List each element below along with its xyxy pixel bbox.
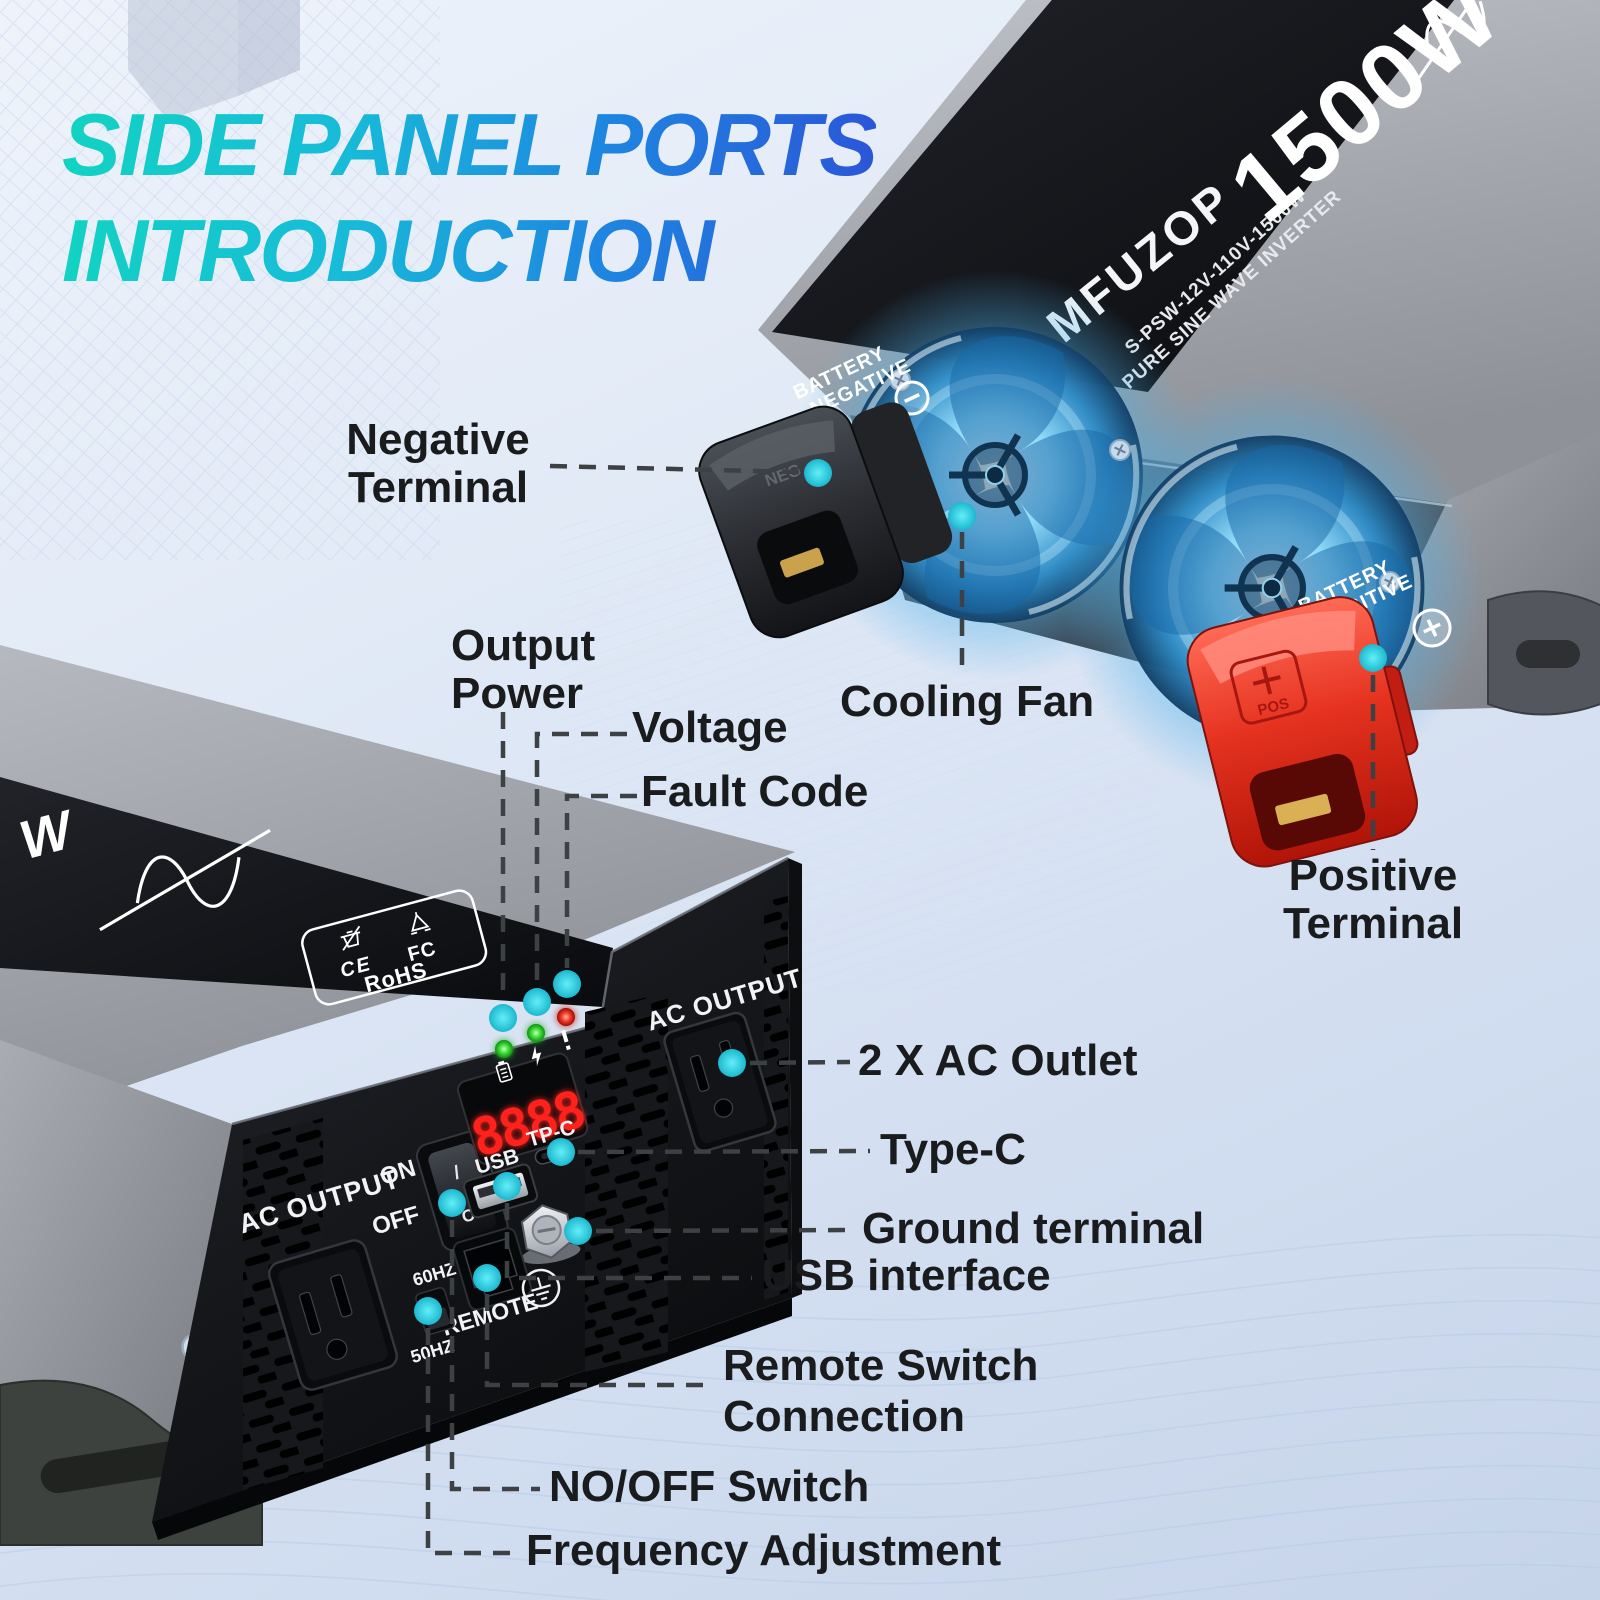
marker-negative-terminal (804, 459, 832, 487)
vent-grille-right (764, 896, 788, 1300)
marker-cooling-fan (948, 502, 976, 530)
ac-outlet-left (267, 1239, 399, 1391)
marker-ac-outlet (718, 1049, 746, 1077)
marker-type-c (547, 1138, 575, 1166)
ac-outlet-right (663, 1011, 777, 1153)
callout-output-power: Output Power (451, 621, 596, 718)
inverter-top-view: MFUZOP S-PSW-12V-110V-1500W PURE SINE WA… (698, 0, 1600, 868)
sine-wave-icon (1416, 0, 1488, 81)
power-led (527, 1024, 545, 1042)
marker-ground-terminal (564, 1217, 592, 1245)
marker-voltage (523, 988, 551, 1016)
waste-bin-icon (340, 925, 361, 951)
title-line-1: SIDE PANEL PORTS (62, 95, 876, 194)
battery-led (495, 1040, 513, 1058)
page-title: SIDE PANEL PORTS INTRODUCTION (62, 92, 876, 303)
connector-fault-code (564, 793, 637, 968)
inverter-front-view: W CE FC RoHS (0, 645, 806, 1546)
callout-ground-terminal: Ground terminal (862, 1204, 1205, 1253)
mounting-bracket (1487, 590, 1600, 716)
plus-icon (1412, 608, 1452, 648)
callout-cooling-fan: Cooling Fan (840, 677, 1095, 726)
marker-output-power (489, 1004, 517, 1032)
fault-led (557, 1008, 575, 1026)
callout-usb-interface: USB interface (762, 1251, 1051, 1300)
callout-voltage: Voltage (632, 703, 788, 752)
connector-remote-switch (484, 1294, 712, 1388)
connector-type-c (577, 1148, 871, 1155)
callout-frequency-adjustment: Frequency Adjustment (526, 1526, 1002, 1575)
callout-fault-code: Fault Code (641, 767, 869, 816)
rocker-on-mark: / (452, 1162, 464, 1184)
connector-ac-outlet (749, 1059, 851, 1066)
marker-frequency-adjustment (414, 1297, 442, 1325)
recycle-icon (411, 911, 431, 935)
front-device-right-edge (788, 858, 802, 1298)
vent-grille-middle (585, 992, 668, 1372)
marker-no-off-switch (438, 1189, 466, 1217)
connector-ground-terminal (595, 1227, 853, 1234)
alert-icon (561, 1029, 571, 1051)
ground-symbol-icon (521, 1268, 561, 1308)
positive-terminal: POS (1186, 596, 1419, 868)
marker-remote-switch (473, 1264, 501, 1292)
marker-usb-interface (493, 1172, 521, 1200)
connector-voltage (534, 731, 627, 986)
marker-positive-terminal (1359, 644, 1387, 672)
callout-type-c: Type-C (880, 1125, 1026, 1174)
sine-wave-icon-front (99, 828, 271, 932)
front-device-top-face (0, 645, 795, 1130)
connector-usb-interface (504, 1203, 752, 1281)
battery-icon (495, 1060, 513, 1083)
title-line-2: INTRODUCTION (62, 200, 713, 300)
callout-connectors (425, 463, 1376, 1556)
callout-positive-terminal: Positive Terminal (1282, 851, 1464, 948)
marker-fault-code (553, 970, 581, 998)
lightning-icon (531, 1045, 542, 1067)
connector-negative-terminal (549, 463, 800, 475)
ground-terminal-bolt (520, 1204, 581, 1264)
callout-ac-outlet: 2 X AC Outlet (858, 1036, 1138, 1085)
front-device-label-stripe (0, 777, 613, 1007)
callout-no-off-switch: NO/OFF Switch (549, 1462, 870, 1511)
callout-negative-terminal: Negative Terminal (346, 415, 530, 512)
connector-no-off-switch (449, 1220, 540, 1492)
callout-markers (414, 459, 1387, 1325)
negative-terminal: NEG (698, 402, 953, 639)
callout-remote-switch: Remote Switch Connection (723, 1341, 1039, 1442)
connector-frequency-adjustment (425, 1328, 517, 1556)
